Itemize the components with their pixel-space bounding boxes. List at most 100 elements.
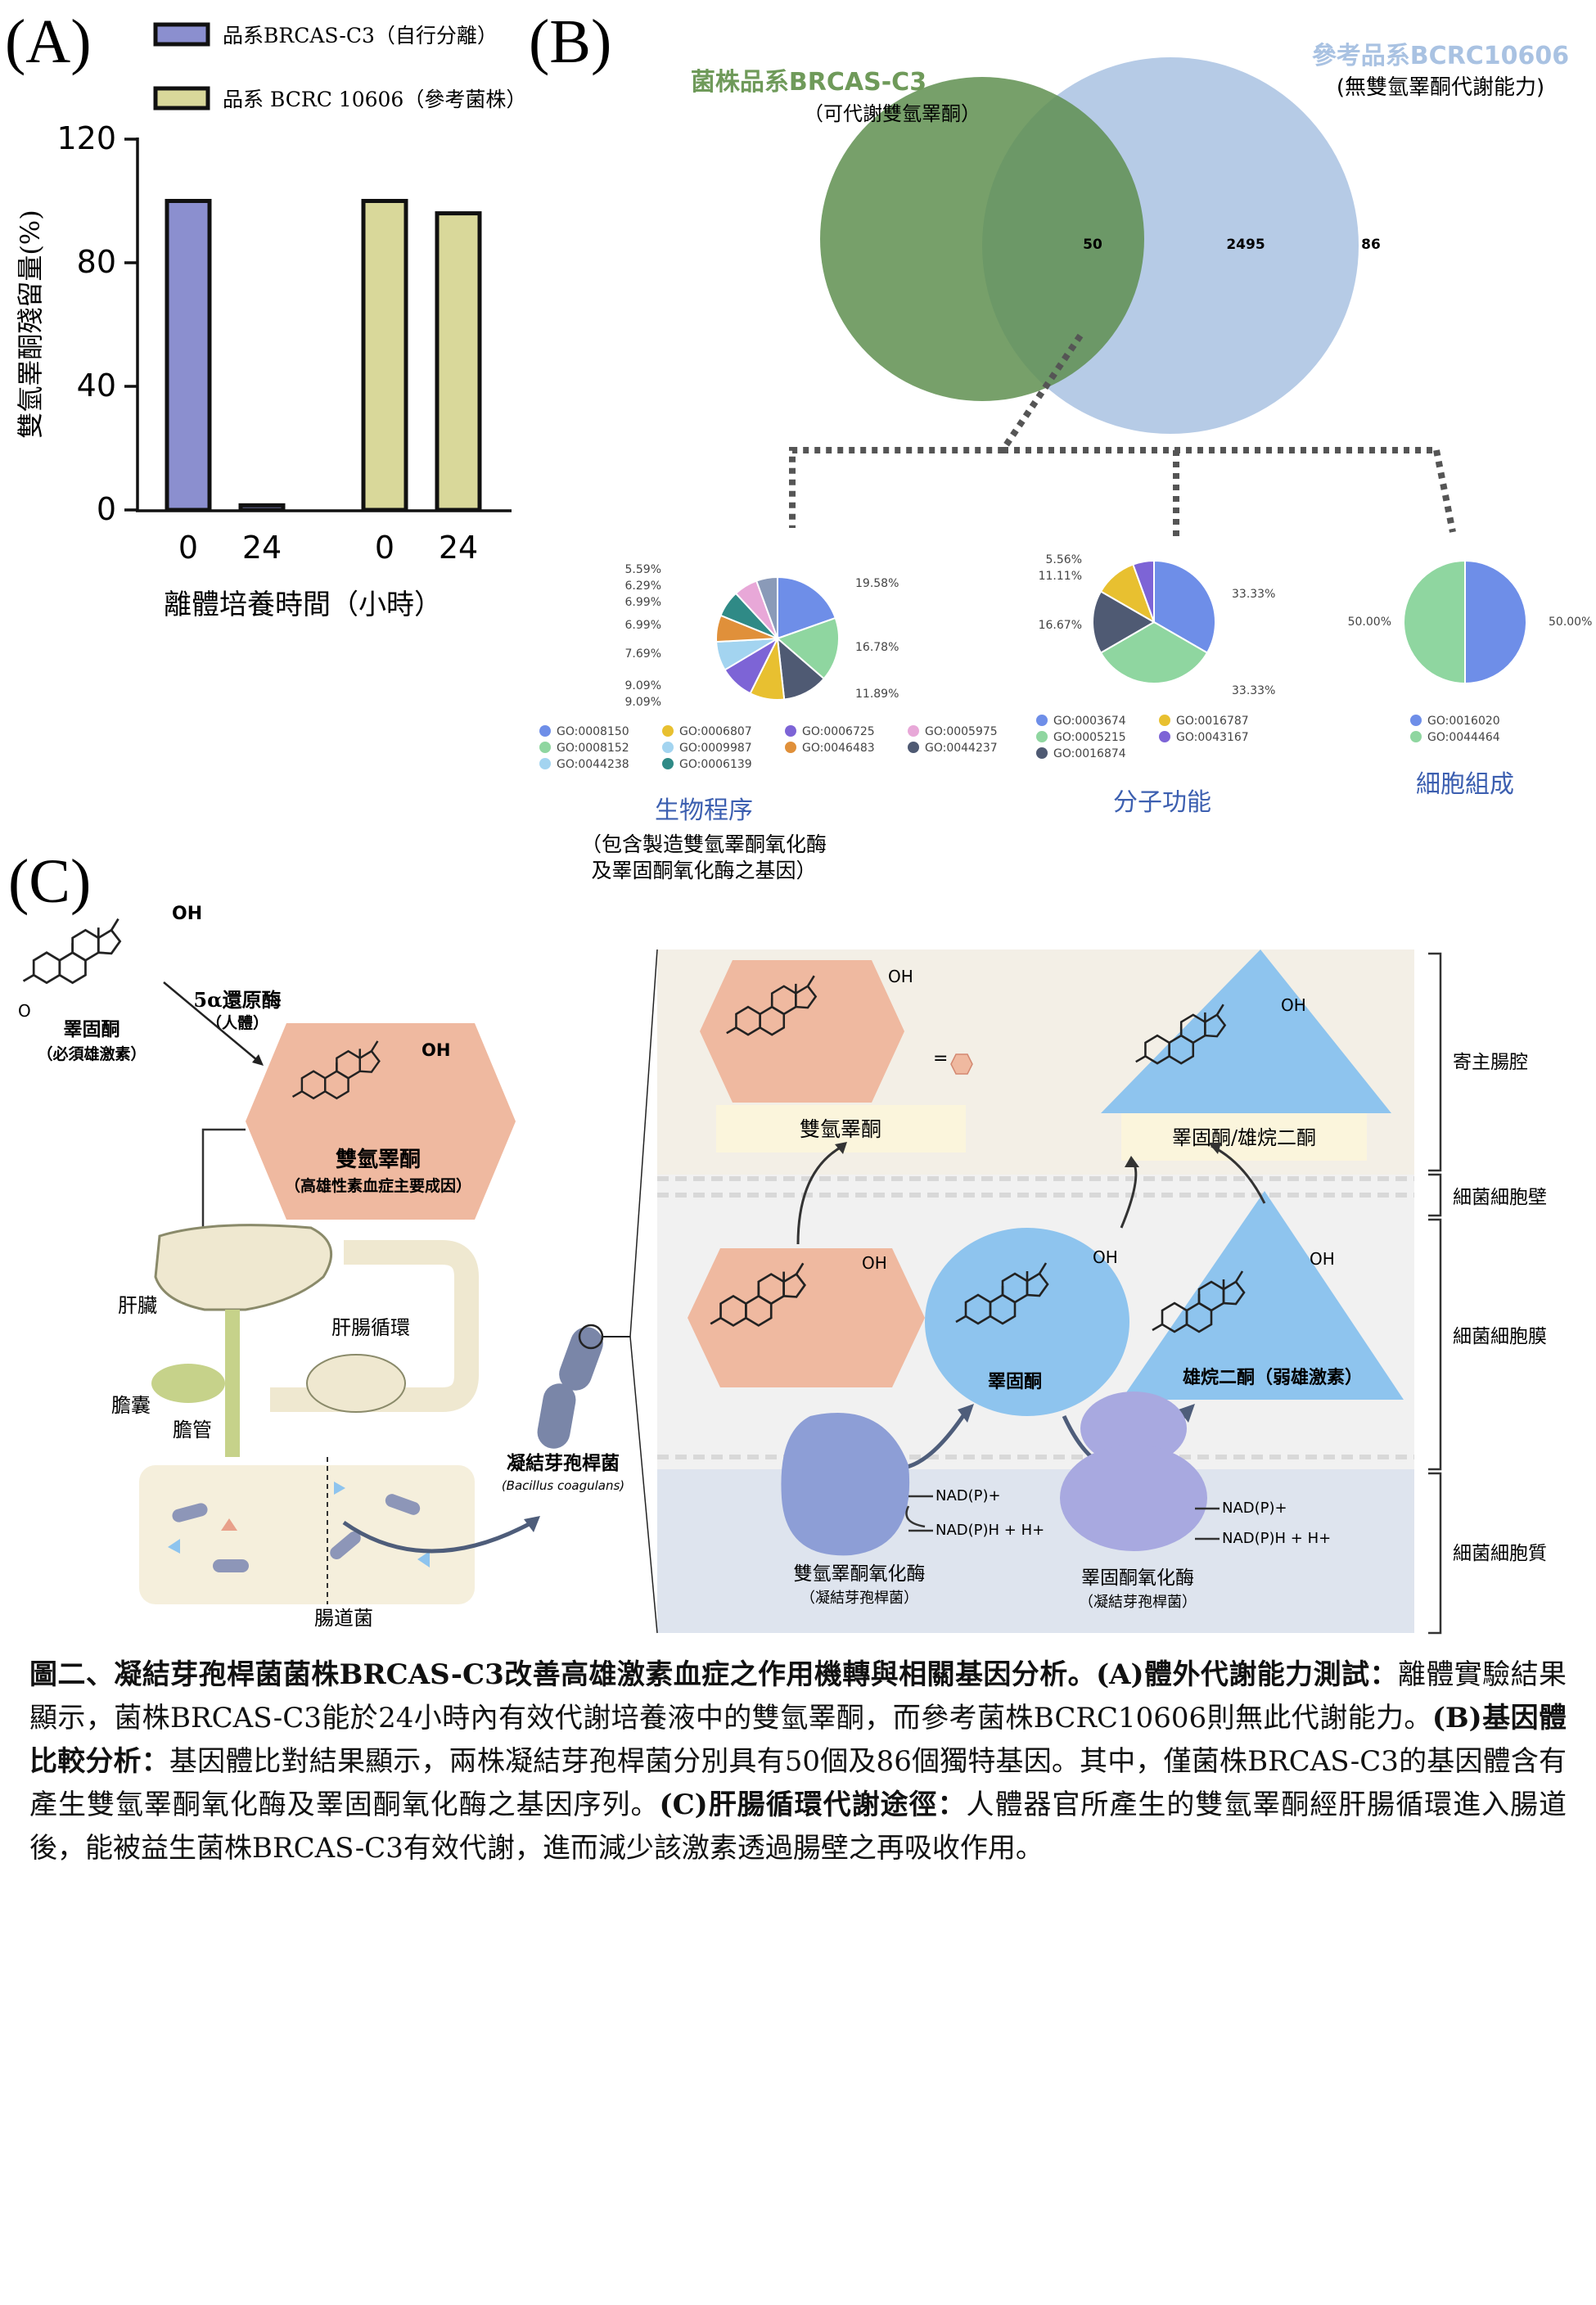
panel-a: (A) 品系BRCAS-C3（自行分離） 品系 BCRC 10606（參考菌株）… (5, 7, 526, 621)
caption-a-head: (A)體外代謝能力測試： (1096, 1658, 1398, 1691)
bars (165, 199, 482, 512)
liver-shape (154, 1224, 333, 1311)
membrane-testosterone-ellipse (925, 1228, 1129, 1416)
caption-lead: 圖二、凝結芽孢桿菌菌株BRCAS-C3改善高雄激素血症之作用機轉與相關基因分析。 (29, 1658, 1097, 1691)
mf-legend-dot-2 (1036, 731, 1048, 742)
bar-axes: 120 80 40 0 雙氫睪酮殘留量(%) 0 24 0 24 離體培養時間（… (15, 120, 512, 621)
layer-label-lumen: 寄主腸腔 (1453, 1052, 1528, 1073)
bar-1-2 (361, 199, 408, 512)
mf-legend-label-2: GO:0005215 (1053, 731, 1126, 744)
enzyme-1-sublabel: （凝結芽孢桿菌） (800, 1590, 918, 1607)
dht-label: 雙氫睪酮 (336, 1148, 421, 1172)
mf-pct-label-1: 33.33% (1232, 684, 1275, 697)
mf-pct-label-0: 33.33% (1232, 588, 1275, 601)
membrane-triangle (1121, 1191, 1404, 1400)
mf-pct-label-2: 16.67% (1039, 619, 1082, 632)
venn-right-count: 86 (1361, 237, 1381, 253)
lumen-dht-hexagon (700, 960, 904, 1103)
venn-left-circle (820, 77, 1144, 401)
circulation-pipe (270, 1240, 479, 1412)
mechanism-diagram: OH = 雙氫睪酮 OH 睪固酮/雄烷二酮 OH OH 睪固酮 OH 雄烷二酮（… (657, 950, 1414, 1633)
pie-mf-title: 分子功能 (1113, 788, 1211, 817)
venn-left-title: 菌株品系BRCAS-C3 (691, 68, 926, 97)
mf-slice-4 (1132, 559, 1155, 623)
y-tick-label-40: 40 (77, 368, 116, 404)
x-axis-label: 離體培養時間（小時） (164, 589, 442, 621)
bar-0-0 (165, 199, 212, 512)
legend-label-bcrc: 品系 BCRC 10606（參考菌株） (223, 88, 526, 111)
pie-bp-title: 生物程序 (655, 796, 753, 825)
o-label-1: O (18, 1001, 31, 1021)
bp-legend-label-7: GO:0044237 (925, 742, 998, 755)
caption-c-head: (C)肝腸循環代謝途徑： (659, 1789, 967, 1821)
legend-swatch-bcrc (153, 86, 210, 111)
layer-label-wall: 細菌細胞壁 (1453, 1187, 1547, 1208)
testosterone-sublabel: （必須雄激素） (37, 1044, 146, 1063)
lumen-testo-label: 睪固酮/雄烷二酮 (1172, 1126, 1316, 1149)
bp-pct-label-6: 6.99% (625, 619, 661, 632)
mf-legend-label-0: GO:0003674 (1053, 715, 1126, 728)
bp-legend-label-9: GO:0006139 (679, 758, 752, 771)
bp-pct-label-4: 9.09% (625, 679, 661, 692)
nadph-label-2: NAD(P)H + H+ (1222, 1530, 1331, 1547)
gut-bacteria-label: 腸道菌 (314, 1607, 373, 1630)
bp-legend-dot-5 (662, 742, 674, 753)
circulation-label: 肝腸循環 (331, 1316, 410, 1339)
bacillus-label: 凝結芽孢桿菌 (507, 1452, 620, 1474)
mf-pct-label-4: 5.56% (1046, 553, 1082, 566)
bp-slice-9 (755, 575, 778, 639)
figure: (A) 品系BRCAS-C3（自行分離） 品系 BCRC 10606（參考菌株）… (5, 7, 1592, 1635)
bp-legend-label-5: GO:0009987 (679, 742, 752, 755)
mf-slice-0 (1153, 559, 1216, 654)
pie-bp-subtitle-2: 及睪固酮氧化酶之基因） (591, 859, 816, 882)
panel-b: (B) 菌株品系BRCAS-C3 （可代謝雙氫睪酮） 參考品系BCRC10606… (529, 7, 1592, 882)
mf-legend-dot-1 (1159, 715, 1170, 726)
y-axis-label: 雙氫睪酮殘留量(%) (15, 210, 46, 438)
enzyme-2-label: 睪固酮氧化酶 (1081, 1567, 1194, 1589)
bp-legend-dot-9 (662, 758, 674, 769)
mf-legend-dot-3 (1159, 731, 1170, 742)
bp-pct-label-2: 11.89% (855, 688, 899, 701)
venn-right-title: 參考品系BCRC10606 (1312, 42, 1569, 70)
layer-cytoplasm (657, 1469, 1414, 1633)
lumen-triangle (1101, 950, 1391, 1113)
bp-slice-1 (776, 616, 840, 680)
enzyme-testosterone-oxidase-bottom (1060, 1445, 1207, 1551)
nadph-label-1: NAD(P)H + H+ (936, 1522, 1044, 1539)
enterohepatic-scene (139, 1128, 540, 1604)
enzyme-testosterone-oxidase-top (1080, 1392, 1187, 1465)
y-tick-label-80: 80 (77, 244, 116, 280)
bp-legend-label-0: GO:0008150 (557, 725, 629, 738)
mf-legend-label-1: GO:0016787 (1176, 715, 1249, 728)
intestine-shape (139, 1465, 475, 1604)
bp-pct-label-9: 5.59% (625, 563, 661, 576)
bp-legend-dot-6 (785, 742, 796, 753)
venn-left-count: 50 (1083, 237, 1102, 253)
cc-pct-label-1: 50.00% (1348, 616, 1391, 629)
mf-slice-2 (1092, 590, 1156, 654)
cc-pct-label-0: 50.00% (1549, 616, 1592, 629)
reductase-arrow (163, 981, 263, 1065)
venn-right-subtitle: (無雙氫睪酮代謝能力) (1337, 75, 1544, 100)
lumen-testo-box (1121, 1113, 1367, 1161)
enzyme-2-sublabel: （凝結芽孢桿菌） (1079, 1594, 1197, 1611)
enzyme-dht-oxidase (781, 1413, 910, 1556)
enzyme-1-label: 雙氫睪酮氧化酶 (794, 1563, 926, 1585)
bp-legend-label-2: GO:0006725 (802, 725, 875, 738)
oh-label-3: OH (888, 967, 913, 986)
bp-pct-label-8: 6.29% (625, 580, 661, 593)
bar-legend: 品系BRCAS-C3（自行分離） 品系 BCRC 10606（參考菌株） (153, 22, 526, 111)
mf-legend-dot-0 (1036, 715, 1048, 726)
pie-cc-title: 細胞組成 (1416, 770, 1514, 799)
membrane-androstenedione-label: 雄烷二酮（弱雄激素） (1182, 1367, 1363, 1388)
cc-legend-label-0: GO:0016020 (1427, 715, 1500, 728)
bp-legend-dot-2 (785, 725, 796, 737)
oh-label-4: OH (1281, 995, 1306, 1015)
venn-connectors (789, 333, 1456, 540)
membrane-testosterone-label: 睪固酮 (988, 1371, 1042, 1392)
bile-duct (225, 1310, 240, 1457)
layer-label-membrane: 細菌細胞膜 (1453, 1326, 1547, 1347)
bp-legend-dot-7 (908, 742, 919, 753)
